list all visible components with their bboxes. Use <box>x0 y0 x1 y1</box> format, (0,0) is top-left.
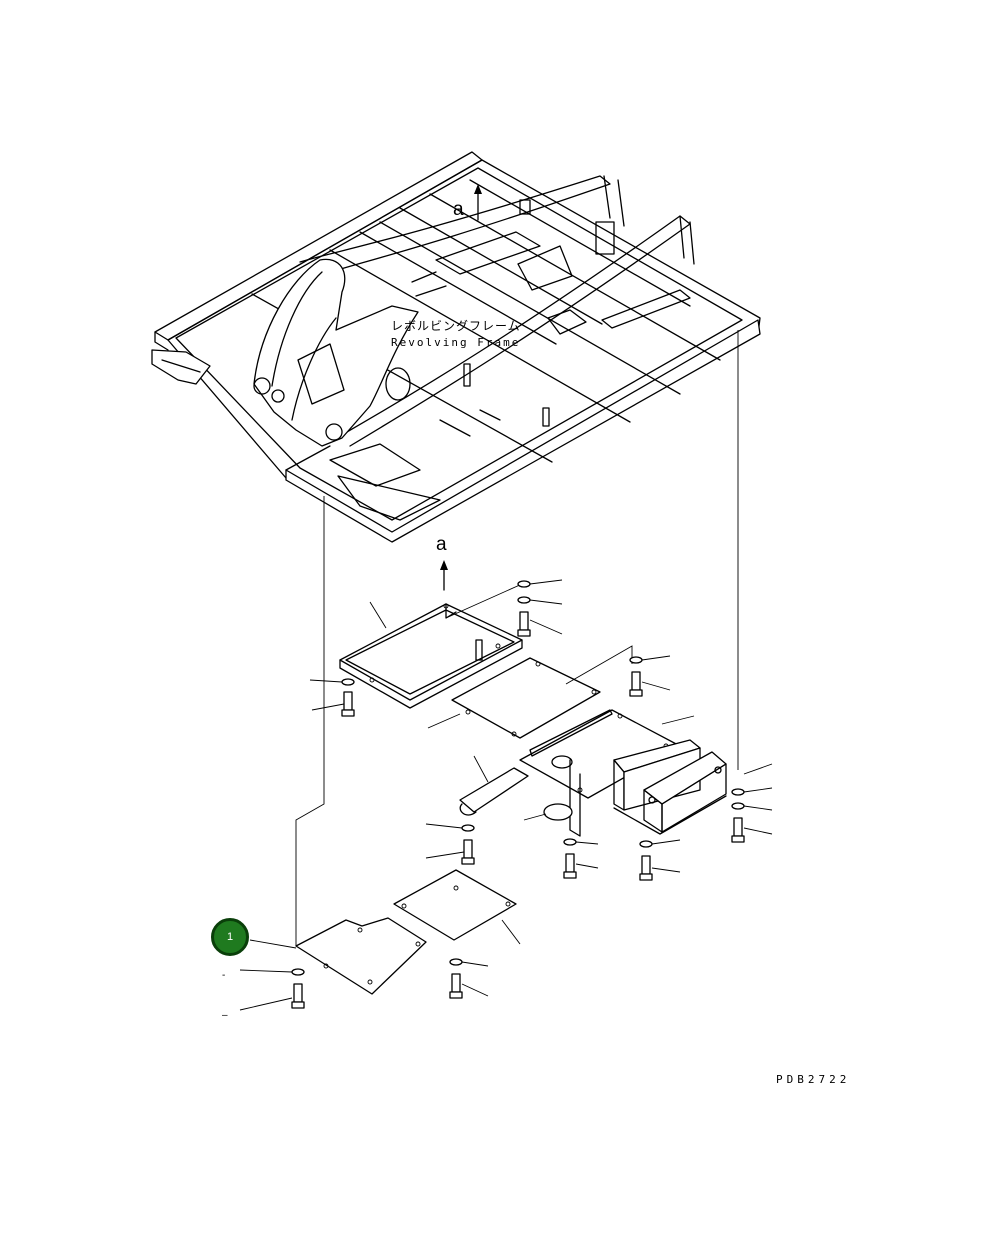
frame-label-japanese: レボルビングフレーム <box>391 319 521 333</box>
lower-center-plate <box>393 869 521 945</box>
lower-left-plate <box>295 917 427 995</box>
ref-dash-1: - <box>222 970 226 981</box>
view-arrow-label-top: a <box>453 199 464 220</box>
part-callout-1[interactable]: 1 <box>211 918 249 956</box>
callout-leader <box>249 939 297 949</box>
part-callout-number: 1 <box>226 931 234 943</box>
view-arrow-label-lower: a <box>436 534 447 555</box>
fasteners <box>239 579 773 1011</box>
bracket-cap <box>523 755 581 837</box>
drawing-code: PDB2722 <box>776 1073 851 1086</box>
box-cover <box>613 739 727 835</box>
frame-label-english: Revolving Frame <box>391 336 521 349</box>
revolving-frame <box>151 151 761 543</box>
cover-plate-upper <box>339 583 523 709</box>
reference-line-left <box>295 496 325 946</box>
long-bar <box>459 755 529 816</box>
ref-dash-2: – <box>222 1010 228 1021</box>
